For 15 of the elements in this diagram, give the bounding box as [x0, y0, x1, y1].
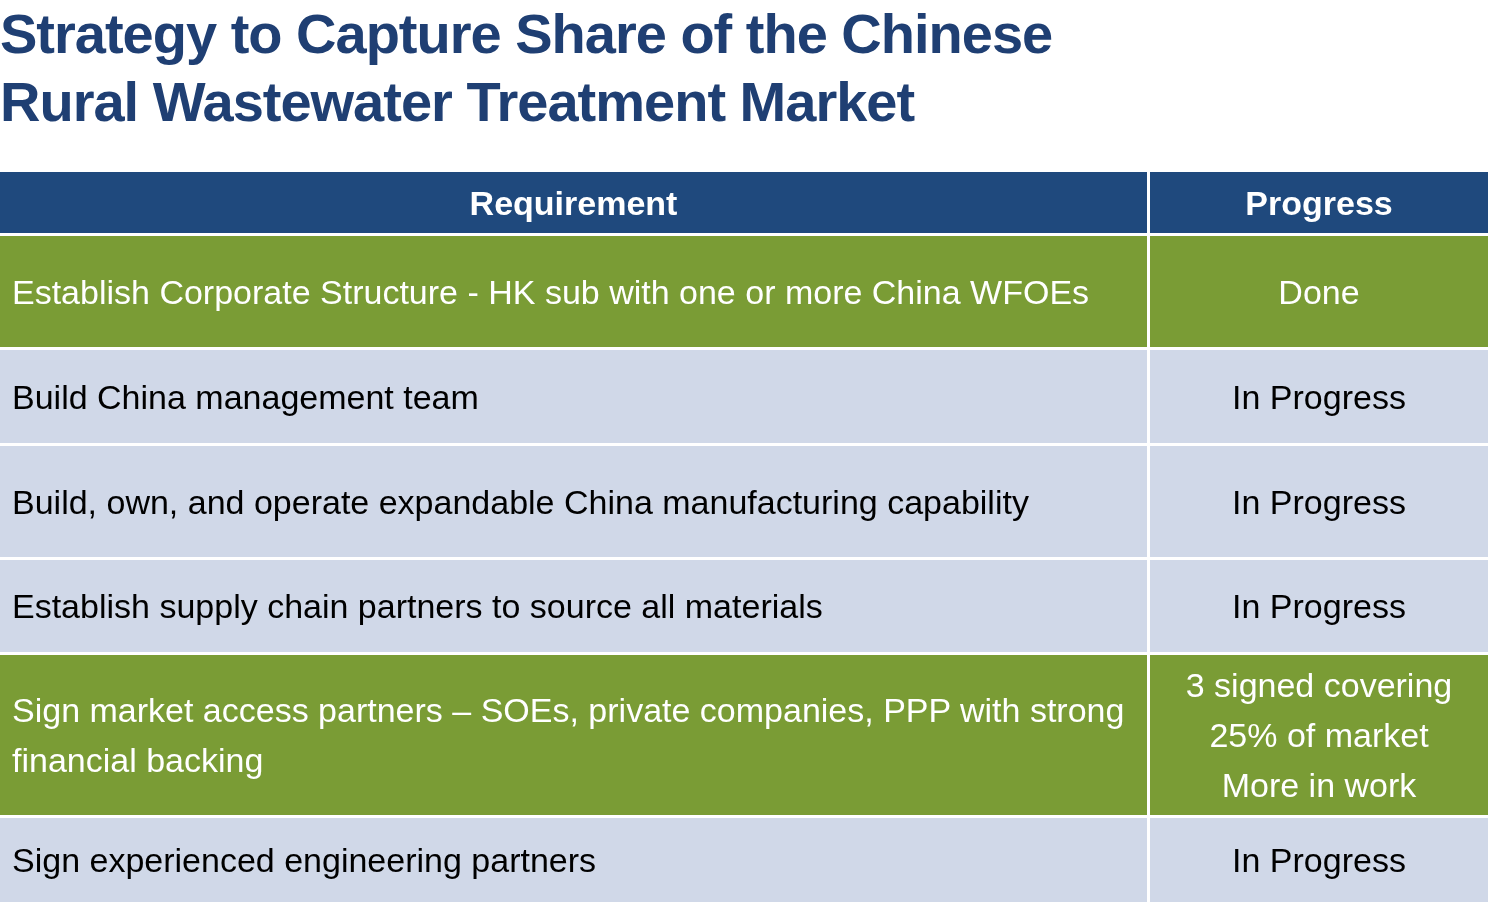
table-cell: 3 signed covering 25% of market More in work — [1150, 655, 1488, 815]
table-cell: In Progress — [1150, 446, 1488, 557]
table-cell: Sign experienced engineering partners — [0, 818, 1147, 902]
header-cell: Requirement — [0, 172, 1147, 233]
table-cell: In Progress — [1150, 350, 1488, 443]
table-cell: Establish Corporate Structure - HK sub with one or more China WFOEs — [0, 236, 1147, 347]
table-cell: In Progress — [1150, 818, 1488, 902]
table-cell: Build, own, and operate expandable China manufacturing capability — [0, 446, 1147, 557]
table-cell: In Progress — [1150, 560, 1488, 652]
table-cell: Sign market access partners – SOEs, private companies, PPP with strong financial backing — [0, 655, 1147, 815]
table-cell: Done — [1150, 236, 1488, 347]
header-cell: Progress — [1150, 172, 1488, 233]
title: Strategy to Capture Share of the Chinese Rural Wastewater Treatment Market — [0, 1, 1054, 135]
table-cell: Build China management team — [0, 350, 1147, 443]
table-cell: Establish supply chain partners to source all materials — [0, 560, 1147, 652]
